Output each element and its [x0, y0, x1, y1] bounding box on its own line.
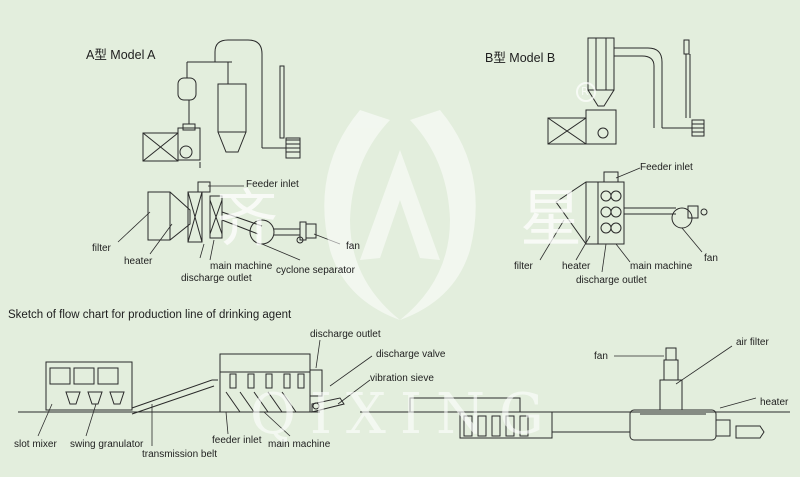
label-flow-discharge-valve: discharge valve	[376, 349, 446, 360]
model-b-plan	[555, 171, 708, 245]
label-a-feeder-inlet: Feeder inlet	[246, 179, 299, 190]
label-b-filter: filter	[514, 261, 533, 272]
watermark-brand: QIXING	[250, 382, 558, 447]
label-flow-air-filter: air filter	[736, 337, 769, 348]
label-b-feeder-inlet: Feeder inlet	[640, 162, 693, 173]
label-b-main-machine: main machine	[630, 261, 693, 272]
label-b-heater: heater	[562, 261, 591, 272]
label-a-filter: filter	[92, 243, 111, 254]
label-a-heater: heater	[124, 256, 153, 267]
model-b-elevation	[547, 37, 705, 145]
flow-chart-title: Sketch of flow chart for production line…	[8, 309, 292, 321]
label-flow-swing-granulator: swing granulator	[70, 439, 144, 450]
label-flow-fan: fan	[594, 351, 608, 362]
label-flow-transmission-belt: transmission belt	[142, 449, 218, 460]
label-a-cyclone-separator: cyclone separator	[276, 265, 355, 276]
label-b-discharge-outlet: discharge outlet	[576, 275, 647, 286]
label-a-fan: fan	[346, 241, 360, 252]
label-flow-vibration-sieve: vibration sieve	[370, 373, 434, 384]
label-a-main-machine: main machine	[210, 261, 273, 272]
label-flow-main-machine: main machine	[268, 439, 331, 450]
label-flow-heater: heater	[760, 397, 789, 408]
label-flow-slot-mixer: slot mixer	[14, 439, 57, 450]
production-line	[18, 347, 790, 441]
watermark-char-right: 星	[520, 182, 583, 255]
label-a-discharge-outlet: discharge outlet	[181, 273, 252, 284]
label-flow-discharge-outlet: discharge outlet	[310, 329, 381, 340]
model-a-elevation	[142, 39, 301, 168]
label-b-fan: fan	[704, 253, 718, 264]
label-flow-feeder-inlet: feeder inlet	[212, 435, 262, 446]
watermark-logo	[324, 110, 476, 320]
model-b-title: B型 Model B	[485, 51, 556, 65]
model-a-title: A型 Model A	[86, 48, 156, 62]
watermark-trademark: R	[581, 85, 589, 98]
watermark-char-left: 齐	[216, 182, 279, 255]
